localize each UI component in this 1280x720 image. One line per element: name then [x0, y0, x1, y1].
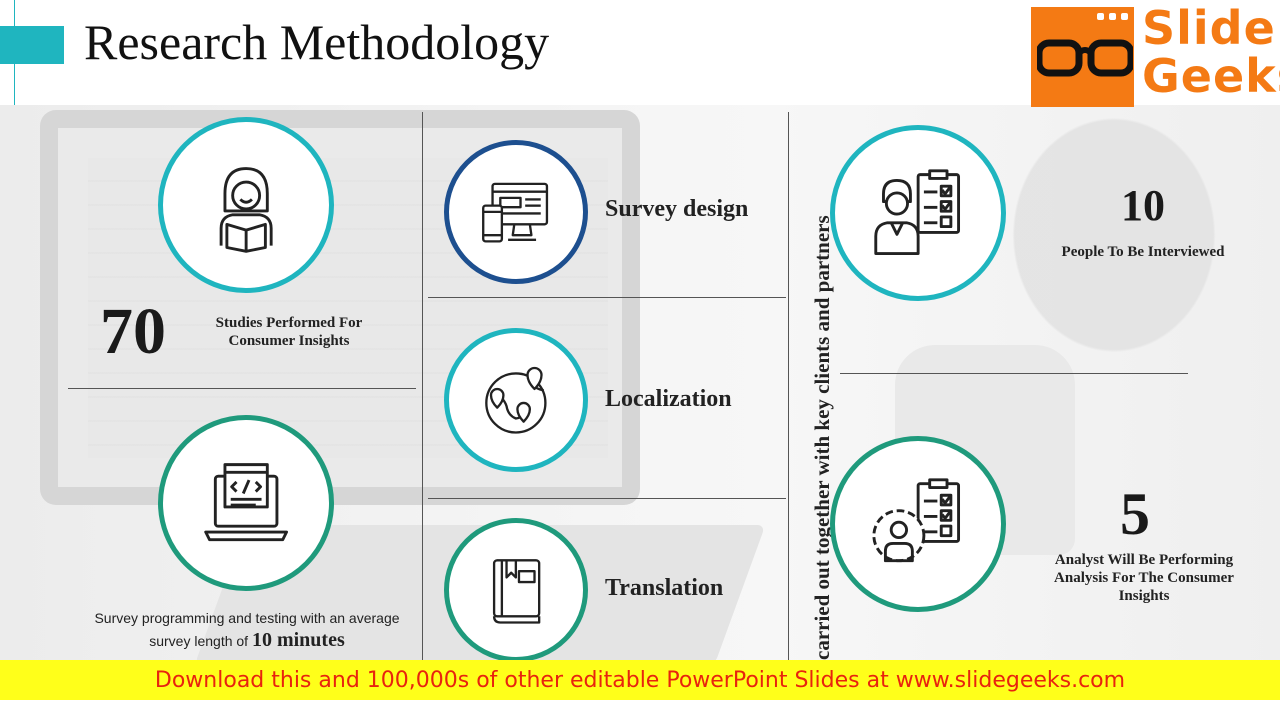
middle-row-divider-1: [428, 297, 786, 298]
survey-note-emphasis: 10 minutes: [251, 629, 345, 651]
analyst-circle: [830, 436, 1006, 612]
survey-note-text: Survey programming and testing with an a…: [94, 610, 400, 649]
reader-circle: [158, 117, 334, 293]
book-icon: [493, 559, 541, 624]
studies-number: 70: [100, 295, 166, 368]
slidegeeks-logo: [1031, 7, 1134, 107]
logo-line1: Slide: [1142, 1, 1276, 55]
analyst-gear-checklist-icon: [872, 478, 960, 563]
interview-number: 10: [1121, 181, 1165, 230]
interview-circle: [830, 125, 1006, 301]
glasses-icon: [1037, 39, 1133, 77]
background-plant: [1010, 115, 1270, 415]
coding-circle: [158, 415, 334, 591]
localization-circle: [444, 328, 588, 472]
translation-circle: [444, 518, 588, 662]
globe-pins-icon: [485, 366, 547, 434]
download-banner[interactable]: Download this and 100,000s of other edit…: [0, 660, 1280, 700]
logo-line2: Geeks: [1142, 49, 1280, 103]
interview-text: People To Be Interviewed: [1061, 244, 1225, 260]
devices-icon: [482, 182, 549, 243]
column-divider-2: [788, 112, 789, 660]
page-title: Research Methodology: [84, 14, 550, 70]
download-banner-text[interactable]: Download this and 100,000s of other edit…: [154, 667, 1126, 693]
laptop-code-icon: [204, 463, 288, 542]
localization-label: Localization: [605, 386, 732, 412]
studies-text: Studies Performed For Consumer Insights: [215, 315, 363, 349]
right-row-divider: [840, 373, 1188, 374]
translation-label: Translation: [605, 575, 724, 601]
reader-icon: [219, 166, 273, 253]
survey-design-label: Survey design: [605, 196, 749, 222]
title-accent-bar: [0, 26, 64, 64]
analyst-text: Analyst Will Be Performing Analysis For …: [1054, 552, 1234, 604]
interviewer-checklist-icon: [874, 169, 960, 255]
column-divider-1: [422, 112, 423, 660]
analyst-number: 5: [1120, 481, 1150, 547]
middle-row-divider-2: [428, 498, 786, 499]
survey-design-circle: [444, 140, 588, 284]
logo-text: Slide Geeks: [1142, 4, 1280, 100]
survey-programming-note: Survey programming and testing with an a…: [90, 607, 404, 652]
left-row-divider: [68, 388, 416, 389]
